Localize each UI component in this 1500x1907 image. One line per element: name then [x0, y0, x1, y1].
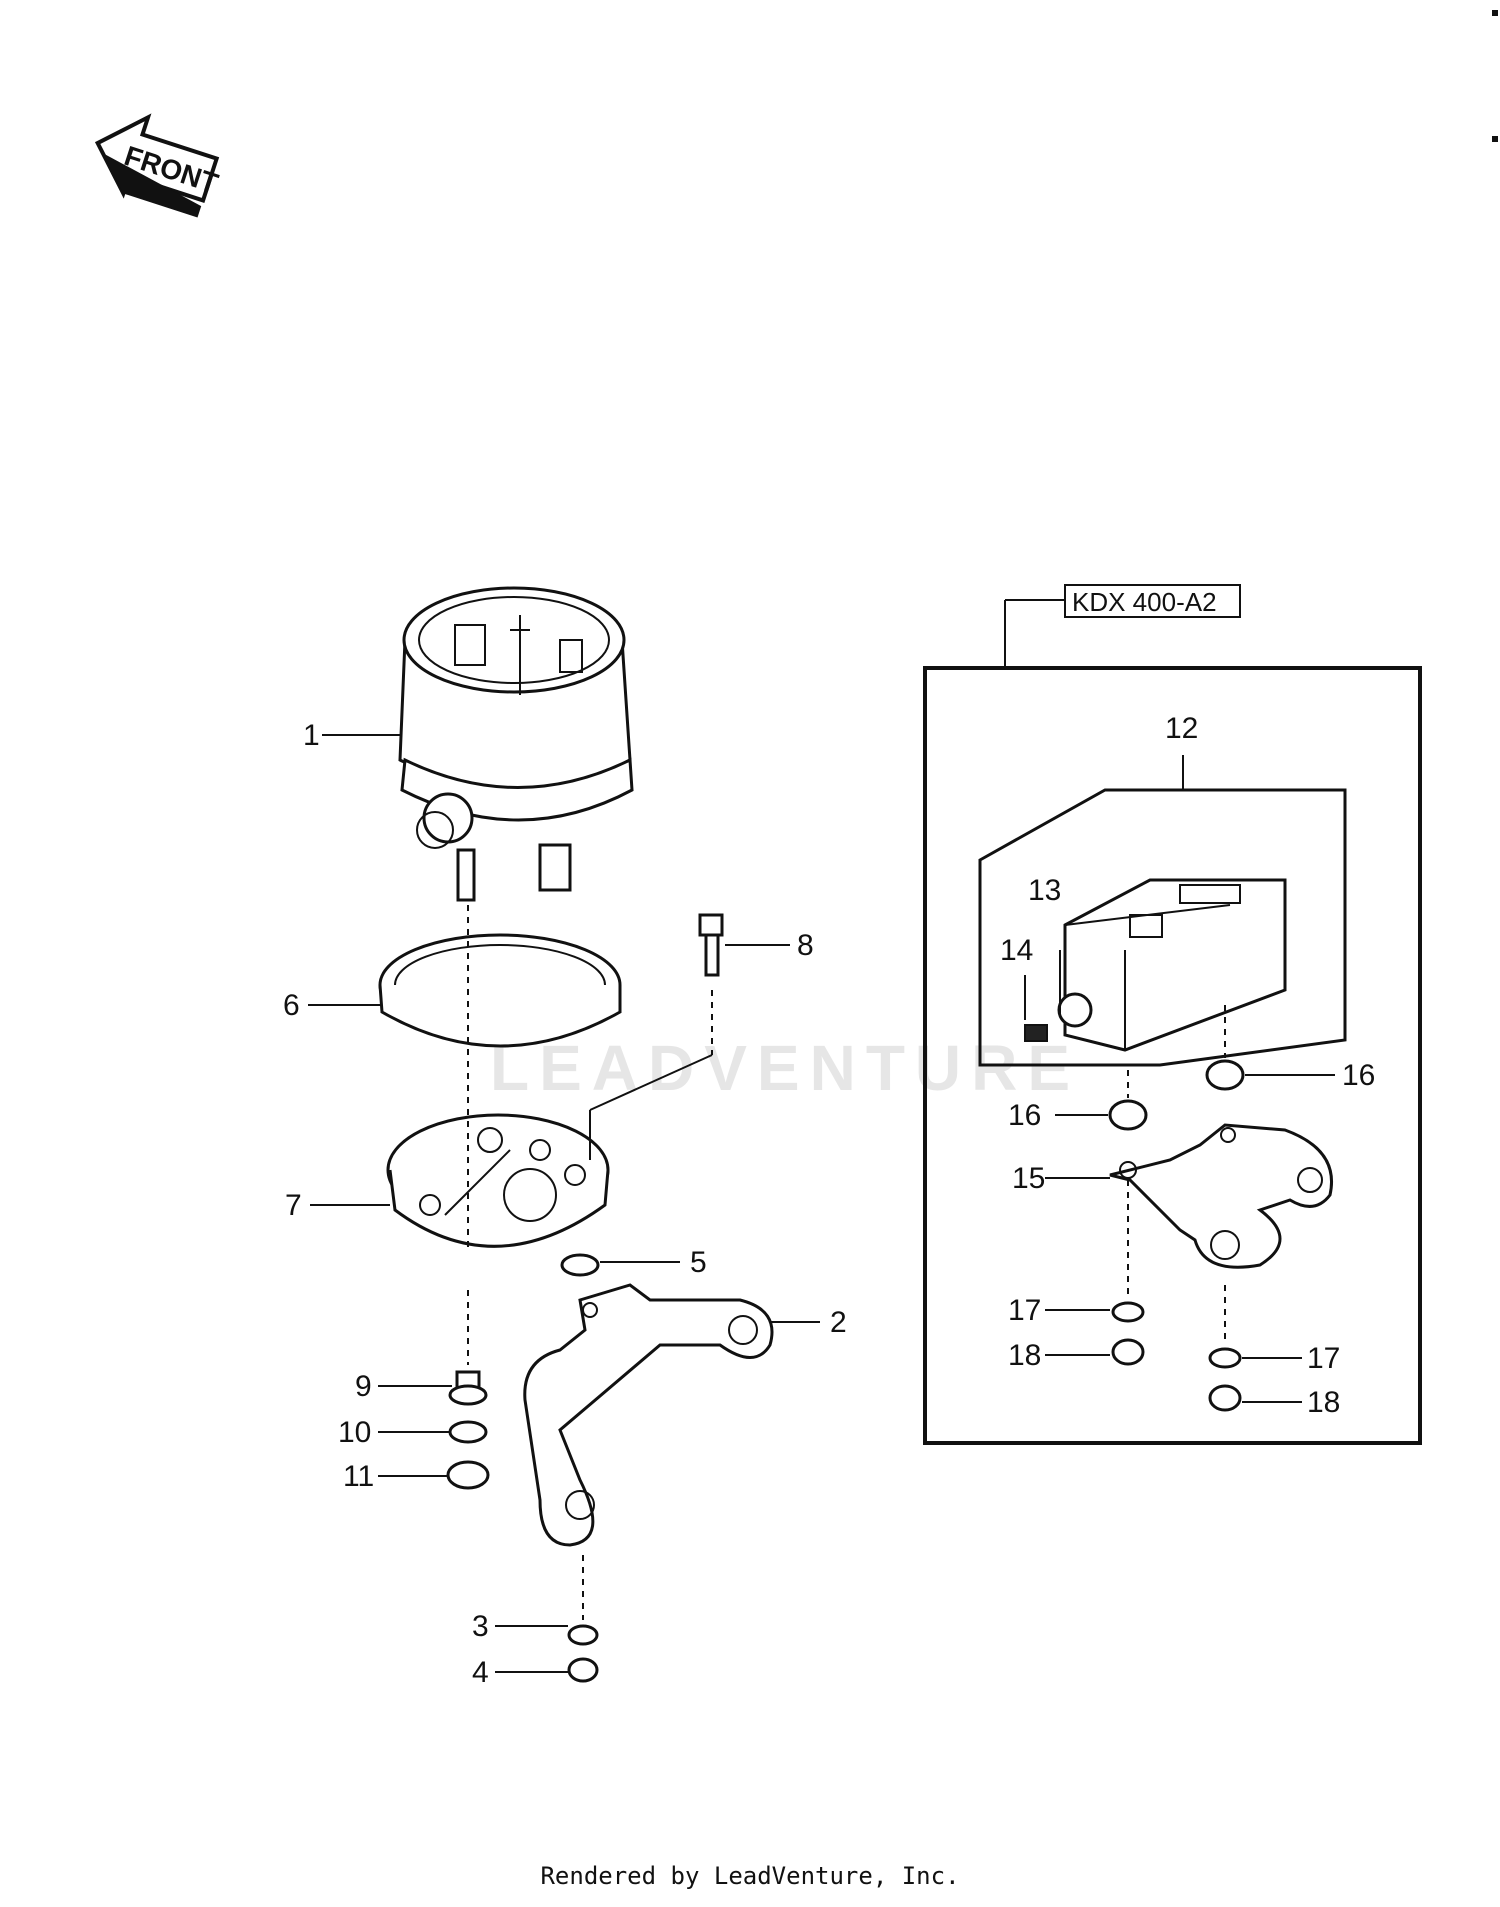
callout-8: 8: [797, 929, 814, 962]
fastener-stack-left: [446, 1290, 490, 1490]
callout-5: 5: [690, 1246, 707, 1279]
callout-14: 14: [1000, 934, 1033, 967]
callout-7: 7: [285, 1189, 302, 1222]
meter-case: [386, 1113, 610, 1248]
edge-mark-mid: [1492, 136, 1498, 142]
rubber-ring: [378, 933, 622, 1048]
footer-credit: Rendered by LeadVenture, Inc.: [540, 1862, 960, 1890]
meter-bracket: [523, 1283, 774, 1547]
callout-6: 6: [283, 989, 300, 1022]
callout-11: 11: [343, 1460, 374, 1493]
callout-15: 15: [1012, 1162, 1045, 1195]
washer-5: [560, 1253, 600, 1277]
callout-3: 3: [472, 1610, 489, 1643]
front-arrow-icon: FRONT: [94, 113, 222, 218]
callout-18b: 18: [1307, 1386, 1340, 1419]
screw-8: [589, 913, 724, 1160]
callout-16a: 16: [1008, 1099, 1041, 1132]
edge-mark-top: [1492, 10, 1498, 16]
callout-17b: 17: [1307, 1342, 1340, 1375]
indicator-unit: [1024, 878, 1287, 1052]
kdx-section: KDX 400-A2: [923, 584, 1422, 1445]
callout-17a: 17: [1008, 1294, 1041, 1327]
indicator-bracket: [1109, 1123, 1333, 1269]
left-callouts: 1 6 7 8 5 2 9 10 11 3 4: [283, 719, 847, 1689]
callout-18a: 18: [1008, 1339, 1041, 1372]
fastener-stack-bottom: [567, 1555, 599, 1683]
callout-9: 9: [355, 1370, 372, 1403]
callout-1: 1: [303, 719, 320, 752]
callout-2: 2: [830, 1306, 847, 1339]
callout-10: 10: [338, 1416, 371, 1449]
grommets: [1108, 1059, 1245, 1412]
callout-13: 13: [1028, 874, 1061, 907]
callout-4: 4: [472, 1656, 489, 1689]
watermark: LEADVENTURE: [490, 1032, 1080, 1104]
model-label: KDX 400-A2: [1072, 587, 1217, 617]
callout-12: 12: [1165, 712, 1198, 745]
meter-assembly: [398, 586, 634, 902]
callout-16b: 16: [1342, 1059, 1375, 1092]
